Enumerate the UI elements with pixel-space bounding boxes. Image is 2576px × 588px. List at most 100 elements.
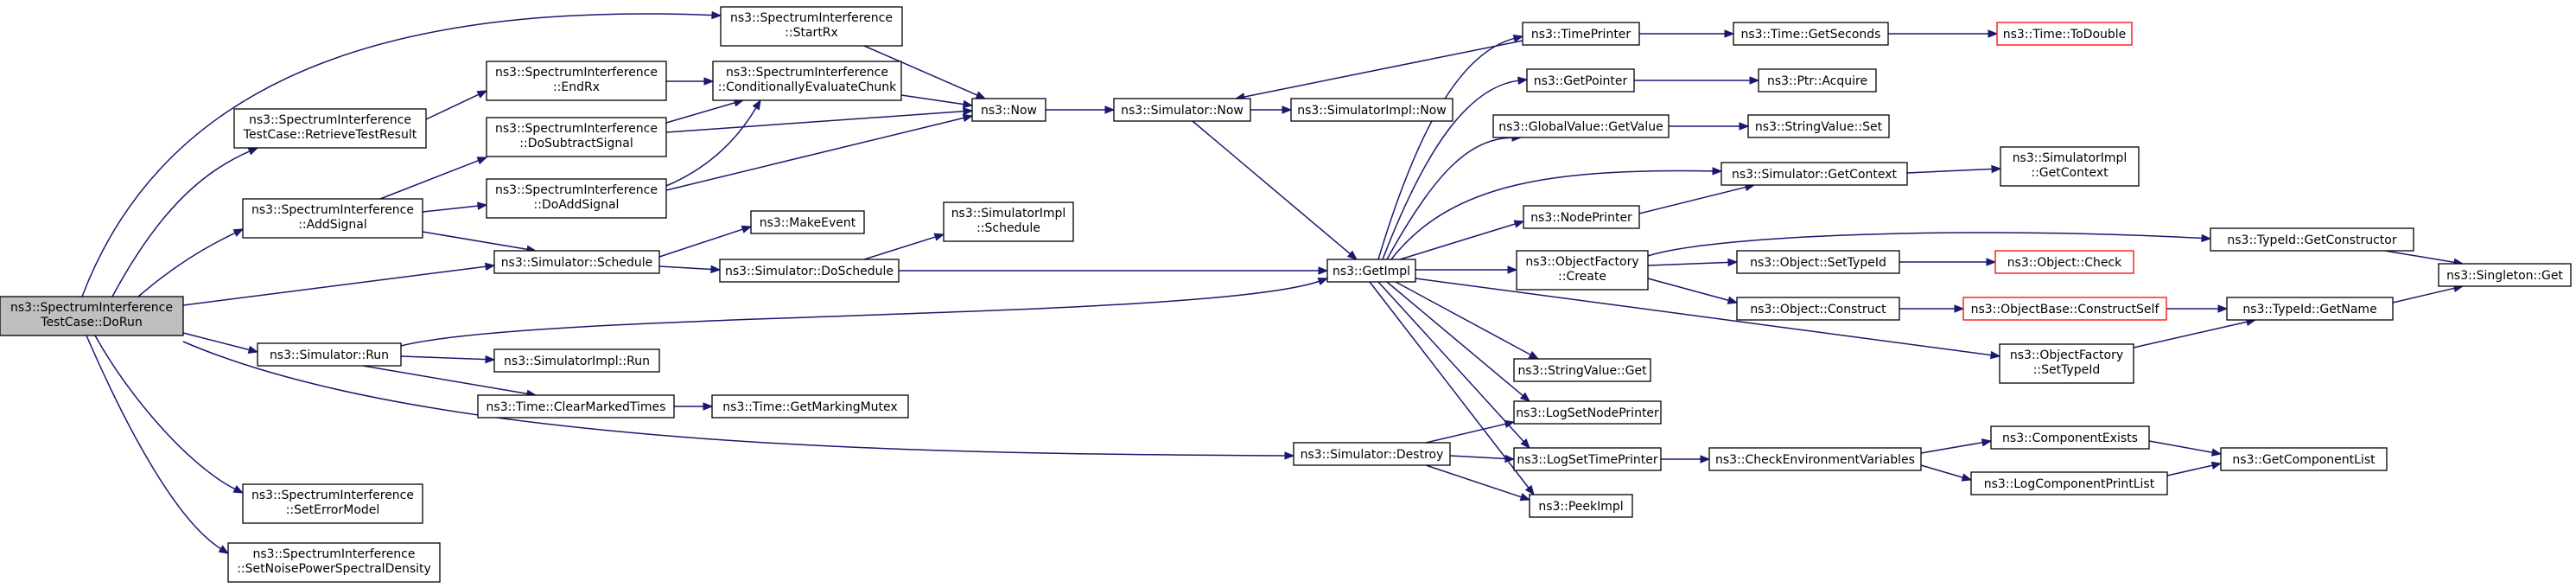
node-logtimeprinter[interactable]: ns3::LogSetTimePrinter	[1513, 447, 1662, 471]
edge-timeprinter-to-simnow	[1234, 40, 1523, 101]
node-schedule[interactable]: ns3::Simulator::Schedule	[493, 250, 660, 274]
node-seterror[interactable]: ns3::SpectrumInterference::SetErrorModel	[242, 483, 423, 524]
edge-ofcreate-to-objconstruct	[1647, 278, 1739, 304]
node-getseconds[interactable]: ns3::Time::GetSeconds	[1733, 22, 1889, 46]
node-objcheck[interactable]: ns3::Object::Check	[1994, 250, 2134, 274]
edge-getseconds-to-todouble	[1888, 29, 1999, 38]
node-nodeprinter[interactable]: ns3::NodePrinter	[1523, 205, 1640, 229]
edge-dorun-to-startrx	[81, 10, 722, 297]
node-label: ns3::SpectrumInterference	[251, 203, 414, 217]
node-label: ::EndRx	[553, 80, 600, 94]
node-run[interactable]: ns3::Simulator::Run	[257, 342, 402, 367]
node-label: ns3::Singleton::Get	[2446, 269, 2563, 283]
node-getpointer[interactable]: ns3::GetPointer	[1526, 68, 1635, 93]
node-label: ns3::Simulator::Now	[1121, 104, 1243, 118]
node-label: ns3::Simulator::Schedule	[501, 256, 653, 270]
node-ofcreate[interactable]: ns3::ObjectFactory::Create	[1516, 250, 1649, 291]
edge-getimpl-to-timeprinter	[1377, 34, 1524, 260]
node-label: ::DoSubtractSignal	[519, 137, 633, 150]
node-dosubtract[interactable]: ns3::SpectrumInterference::DoSubtractSig…	[486, 117, 667, 157]
node-label: ::Create	[1558, 270, 1606, 284]
node-setnoise[interactable]: ns3::SpectrumInterference::SetNoisePower…	[227, 542, 441, 583]
node-todouble[interactable]: ns3::Time::ToDouble	[1996, 22, 2133, 46]
node-label: ns3::SimulatorImpl	[2013, 151, 2128, 165]
node-lognodeprinter[interactable]: ns3::LogSetNodePrinter	[1513, 400, 1662, 425]
node-implrun[interactable]: ns3::SimulatorImpl::Run	[493, 348, 660, 373]
node-peekimpl[interactable]: ns3::PeekImpl	[1529, 494, 1633, 518]
edge-destroy-to-logtimeprinter	[1449, 454, 1516, 463]
edge-doschedule-to-getimpl	[899, 266, 1329, 275]
edge-dosubtract-to-condeval	[665, 99, 745, 124]
node-gvgetvalue[interactable]: ns3::GlobalValue::GetValue	[1492, 114, 1670, 138]
node-simimplnow[interactable]: ns3::SimulatorImpl::Now	[1290, 98, 1453, 122]
node-endrx[interactable]: ns3::SpectrumInterference::EndRx	[486, 61, 667, 101]
node-getname[interactable]: ns3::TypeId::GetName	[2226, 297, 2394, 321]
edge-getimpl-to-ofsettypeid	[1415, 278, 2001, 360]
node-svset[interactable]: ns3::StringValue::Set	[1747, 114, 1890, 138]
node-doadd[interactable]: ns3::SpectrumInterference::DoAddSignal	[486, 178, 667, 219]
node-getcontext[interactable]: ns3::Simulator::GetContext	[1721, 162, 1908, 186]
node-timeprinter[interactable]: ns3::TimePrinter	[1522, 22, 1640, 46]
node-label: ns3::SpectrumInterference	[495, 183, 658, 197]
edge-dorun-to-schedule	[182, 262, 496, 306]
node-objconstruct[interactable]: ns3::Object::Construct	[1736, 297, 1900, 321]
node-clearmarked[interactable]: ns3::Time::ClearMarkedTimes	[477, 394, 675, 419]
edge-dorun-to-destroy	[182, 341, 1295, 460]
node-getconstructor[interactable]: ns3::TypeId::GetConstructor	[2210, 227, 2414, 252]
node-label: ns3::PeekImpl	[1538, 500, 1623, 514]
node-addsignal[interactable]: ns3::SpectrumInterference::AddSignal	[242, 198, 423, 239]
node-logcompprint[interactable]: ns3::LogComponentPrintList	[1970, 471, 2168, 495]
node-now[interactable]: ns3::Now	[971, 98, 1046, 122]
call-edges	[81, 10, 2465, 554]
edge-destroy-to-peekimpl	[1425, 464, 1531, 502]
node-implgetcontext[interactable]: ns3::SimulatorImpl::GetContext	[2000, 146, 2140, 187]
node-constructself[interactable]: ns3::ObjectBase::ConstructSelf	[1962, 297, 2167, 321]
node-label: ::Schedule	[976, 221, 1040, 235]
node-label: ns3::GetComponentList	[2232, 453, 2376, 467]
node-label: ns3::SimulatorImpl::Run	[504, 355, 650, 368]
node-makeevent[interactable]: ns3::MakeEvent	[750, 210, 865, 234]
edge-getimpl-to-ofcreate	[1415, 265, 1518, 274]
edge-getimpl-to-nodeprinter	[1399, 220, 1525, 260]
edge-gvgetvalue-to-svset	[1669, 122, 1750, 131]
node-implschedule[interactable]: ns3::SimulatorImpl::Schedule	[943, 201, 1074, 242]
node-doschedule[interactable]: ns3::Simulator::DoSchedule	[719, 259, 900, 283]
node-label: ns3::SpectrumInterference	[726, 66, 888, 80]
edge-schedule-to-makeevent	[658, 225, 753, 258]
node-checkenv[interactable]: ns3::CheckEnvironmentVariables	[1708, 447, 1922, 471]
edge-doadd-to-now	[665, 113, 974, 191]
node-label: ::StartRx	[785, 26, 838, 40]
edge-run-to-getimpl	[400, 278, 1329, 347]
node-condeval[interactable]: ns3::SpectrumInterference::Conditionally…	[712, 61, 902, 101]
node-label: ns3::GetPointer	[1534, 74, 1628, 88]
node-svget[interactable]: ns3::StringValue::Get	[1513, 358, 1651, 382]
edge-checkenv-to-logcompprint	[1920, 464, 1973, 482]
edge-endrx-to-condeval	[666, 77, 715, 86]
node-label: ns3::Simulator::Run	[270, 348, 389, 362]
edge-logcompprint-to-getcomplist	[2166, 461, 2223, 476]
edge-simnow-to-getimpl	[1192, 120, 1358, 260]
node-label: ns3::StringValue::Get	[1517, 364, 1647, 378]
node-label: ns3::SpectrumInterference	[253, 547, 416, 561]
node-destroy[interactable]: ns3::Simulator::Destroy	[1293, 442, 1451, 466]
edge-getname-to-singletonget	[2392, 284, 2465, 304]
node-label: ns3::SimulatorImpl::Now	[1297, 104, 1447, 118]
node-settypeid[interactable]: ns3::Object::SetTypeId	[1736, 250, 1900, 274]
node-getmarking[interactable]: ns3::Time::GetMarkingMutex	[711, 394, 909, 419]
node-compexists[interactable]: ns3::ComponentExists	[1990, 425, 2150, 450]
edge-schedule-to-doschedule	[658, 265, 722, 274]
node-singletonget[interactable]: ns3::Singleton::Get	[2438, 263, 2572, 287]
edge-logtimeprinter-to-checkenv	[1661, 455, 1711, 463]
node-ofsettypeid[interactable]: ns3::ObjectFactory::SetTypeId	[1999, 343, 2134, 384]
node-label: ns3::TypeId::GetConstructor	[2227, 233, 2396, 247]
node-startrx[interactable]: ns3::SpectrumInterference::StartRx	[720, 6, 903, 47]
node-label: ns3::MakeEvent	[760, 216, 856, 230]
edge-dorun-to-run	[182, 332, 259, 354]
node-retrieve[interactable]: ns3::SpectrumInterferenceTestCase::Retri…	[233, 108, 427, 149]
node-ptracquire[interactable]: ns3::Ptr::Acquire	[1758, 68, 1877, 93]
node-simnow[interactable]: ns3::Simulator::Now	[1113, 98, 1251, 122]
node-getcomplist[interactable]: ns3::GetComponentList	[2220, 447, 2388, 471]
node-getimpl[interactable]: ns3::GetImpl	[1326, 259, 1416, 283]
